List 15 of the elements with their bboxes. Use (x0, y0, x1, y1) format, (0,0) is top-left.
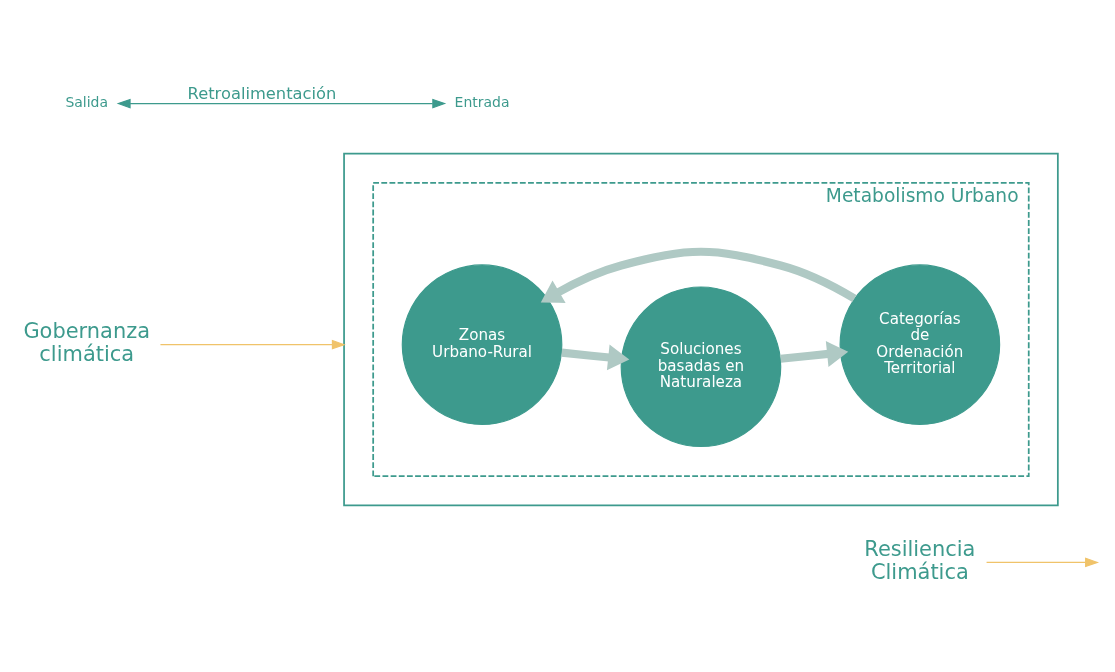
arrow (116, 98, 447, 108)
arrow (159, 339, 346, 350)
node-text: Entrada (454, 93, 510, 110)
node-text: Gobernanza climática (23, 318, 151, 366)
node-text: Salida (65, 93, 109, 110)
node-circle: Categorías de Ordenación Territorial (839, 263, 1001, 425)
arrow (780, 340, 849, 367)
edge-label: Retroalimentación (187, 83, 337, 103)
node-text: Resiliencia Climática (864, 536, 976, 584)
node-circle: Soluciones basadas en Naturaleza (620, 285, 782, 447)
node-circle: Zonas Urbano-Rural (401, 263, 563, 425)
arrow (985, 557, 1100, 567)
arrow (561, 344, 630, 370)
arrow (540, 247, 857, 303)
cluster (343, 152, 1059, 506)
